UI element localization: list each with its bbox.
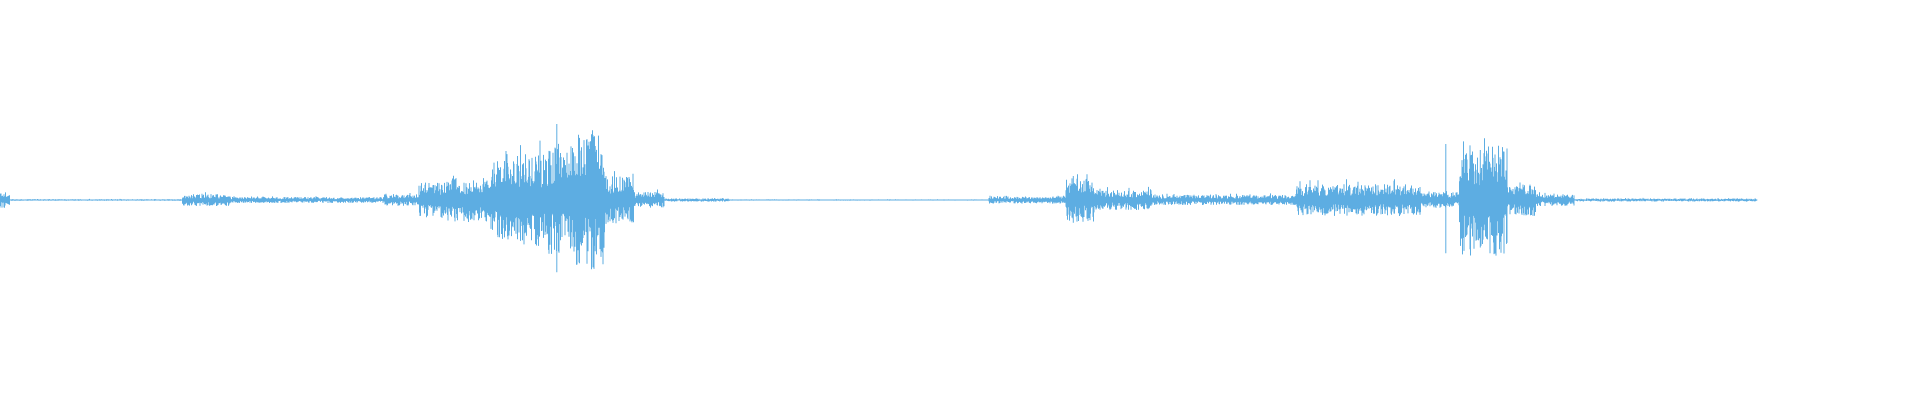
playhead-start-marker[interactable]	[0, 195, 10, 205]
waveform-signal	[0, 124, 1758, 273]
